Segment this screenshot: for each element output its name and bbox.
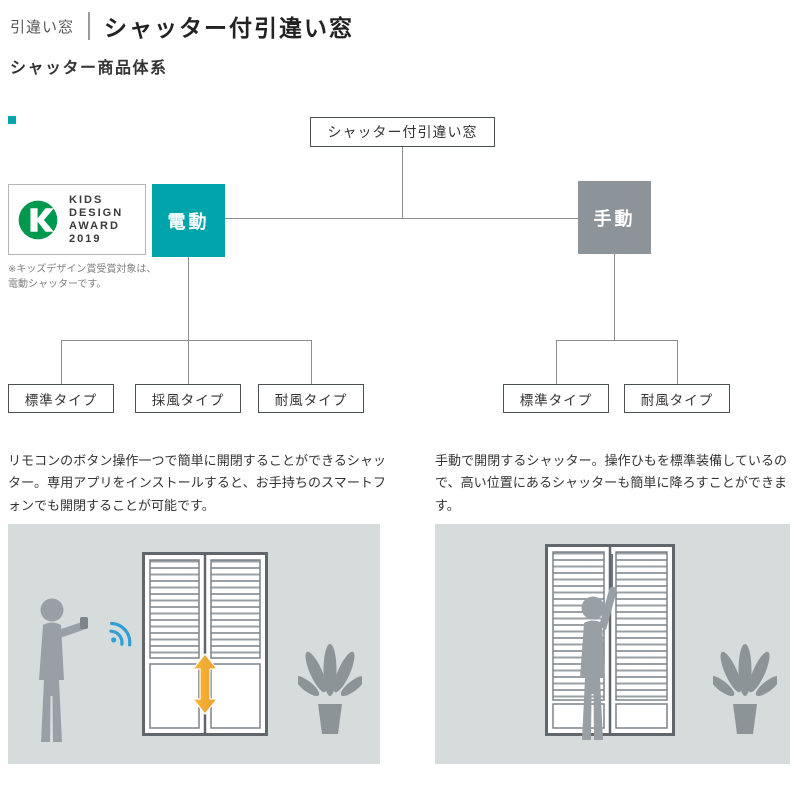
kids-design-award-badge: KIDS DESIGN AWARD 2019 xyxy=(8,184,146,255)
person-pulling-cord-icon xyxy=(580,586,617,740)
section-heading: シャッター商品体系 xyxy=(10,60,168,77)
connector-electric-drop-1 xyxy=(61,340,62,384)
header-divider xyxy=(88,12,91,40)
connector-manual-horizontal xyxy=(556,340,677,341)
connector-main-horizontal xyxy=(225,218,578,219)
connector-manual-drop-2 xyxy=(677,340,678,384)
connector-manual-vertical xyxy=(614,254,615,340)
electric-illustration-panel xyxy=(8,524,380,764)
potted-plant-icon xyxy=(298,644,362,734)
award-note-line2: 電動シャッターです。 xyxy=(8,279,107,290)
electric-type-ventilation: 採風タイプ xyxy=(135,384,241,413)
kids-design-award-logo-icon xyxy=(18,200,58,239)
shutter-cord xyxy=(611,554,613,590)
electric-type-standard: 標準タイプ xyxy=(8,384,114,413)
shutter-window-icon xyxy=(142,552,268,736)
electric-type-windproof: 耐風タイプ xyxy=(258,384,364,413)
potted-plant-icon xyxy=(713,644,777,734)
award-text: KIDS DESIGN AWARD 2019 xyxy=(69,194,123,246)
manual-type-standard: 標準タイプ xyxy=(503,384,609,413)
person-with-remote-icon xyxy=(39,598,88,742)
award-note-line1: ※キッズデザイン賞受賞対象は、 xyxy=(8,264,157,275)
connector-root-vertical xyxy=(402,147,403,218)
breadcrumb-category: 引違い窓 xyxy=(10,18,75,36)
accent-square xyxy=(8,116,16,124)
page-header: 引違い窓 シャッター付引違い窓 xyxy=(10,8,354,44)
wifi-signal-icon xyxy=(109,621,132,647)
electric-description: リモコンのボタン操作一つで簡単に開閉することができるシャッター。専用アプリをイン… xyxy=(8,453,386,513)
award-line-year: 2019 xyxy=(69,232,102,245)
award-line-award: AWARD xyxy=(69,219,120,232)
connector-electric-vertical xyxy=(188,257,189,340)
manual-type-windproof: 耐風タイプ xyxy=(624,384,730,413)
connector-manual-drop-1 xyxy=(556,340,557,384)
connector-electric-drop-2 xyxy=(188,340,189,384)
connector-electric-drop-3 xyxy=(311,340,312,384)
award-note: ※キッズデザイン賞受賞対象は、 電動シャッターです。 xyxy=(8,262,156,292)
diagram-root-box: シャッター付引違い窓 xyxy=(310,117,495,147)
award-line-kids: KIDS xyxy=(69,193,104,206)
page-title: シャッター付引違い窓 xyxy=(104,15,355,41)
manual-description: 手動で開閉するシャッター。操作ひもを標準装備しているので、高い位置にあるシャッタ… xyxy=(435,453,787,513)
connector-electric-horizontal xyxy=(61,340,311,341)
manual-illustration-panel xyxy=(435,524,790,764)
diagram-manual-box: 手動 xyxy=(578,181,651,254)
diagram-electric-box: 電動 xyxy=(152,184,225,257)
award-line-design: DESIGN xyxy=(69,206,124,219)
up-down-arrow-icon xyxy=(191,653,219,715)
